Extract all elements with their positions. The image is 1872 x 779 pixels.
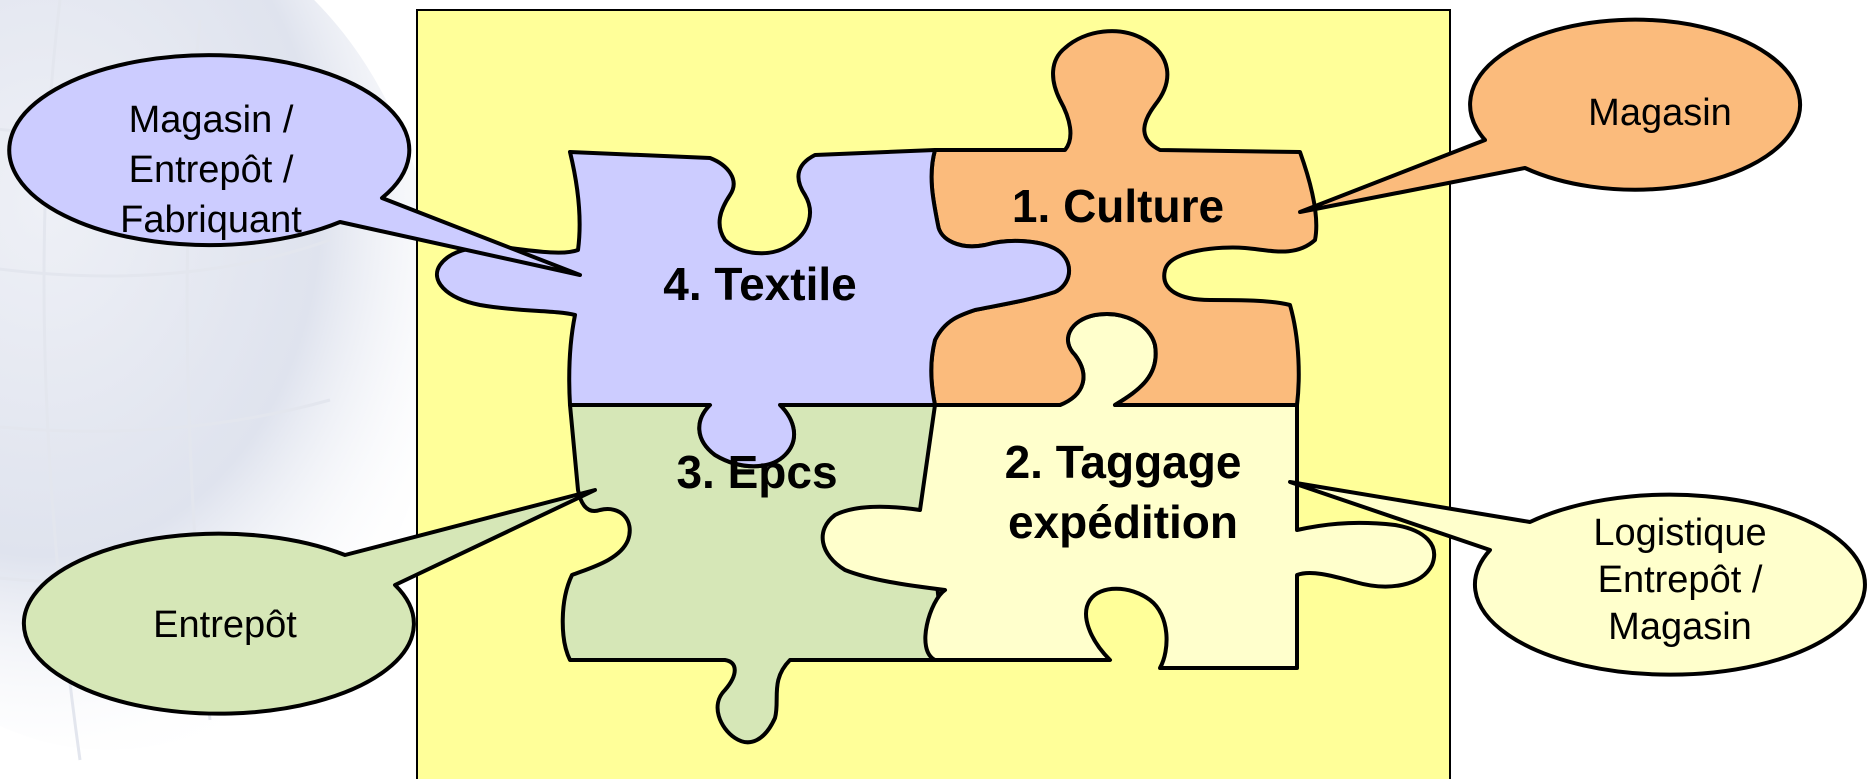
callout-textile: Magasin / Entrepôt / Fabriquant xyxy=(7,53,582,277)
label-taggage-line1: 2. Taggage xyxy=(1005,436,1242,488)
callout-epcs-line1: Entrepôt xyxy=(153,604,297,646)
callout-taggage-line3: Magasin xyxy=(1608,606,1752,648)
callout-culture-line1: Magasin xyxy=(1588,92,1732,134)
puzzle-piece-textile xyxy=(434,148,1071,469)
label-textile: 4. Textile xyxy=(663,258,856,310)
label-epcs: 3. Epcs xyxy=(676,446,837,498)
callout-taggage: Logistique Entrepôt / Magasin xyxy=(1288,480,1867,677)
callout-taggage-line2: Entrepôt / xyxy=(1598,559,1763,601)
callout-epcs: Entrepôt xyxy=(21,488,597,716)
label-taggage-line2: expédition xyxy=(1008,496,1238,548)
callout-textile-line3: Fabriquant xyxy=(120,199,302,241)
callout-textile-line1: Magasin / xyxy=(129,99,294,141)
callout-textile-line2: Entrepôt / xyxy=(129,149,294,191)
callout-culture: Magasin xyxy=(1298,17,1803,214)
label-culture: 1. Culture xyxy=(1012,180,1224,232)
callout-taggage-line1: Logistique xyxy=(1593,512,1766,554)
